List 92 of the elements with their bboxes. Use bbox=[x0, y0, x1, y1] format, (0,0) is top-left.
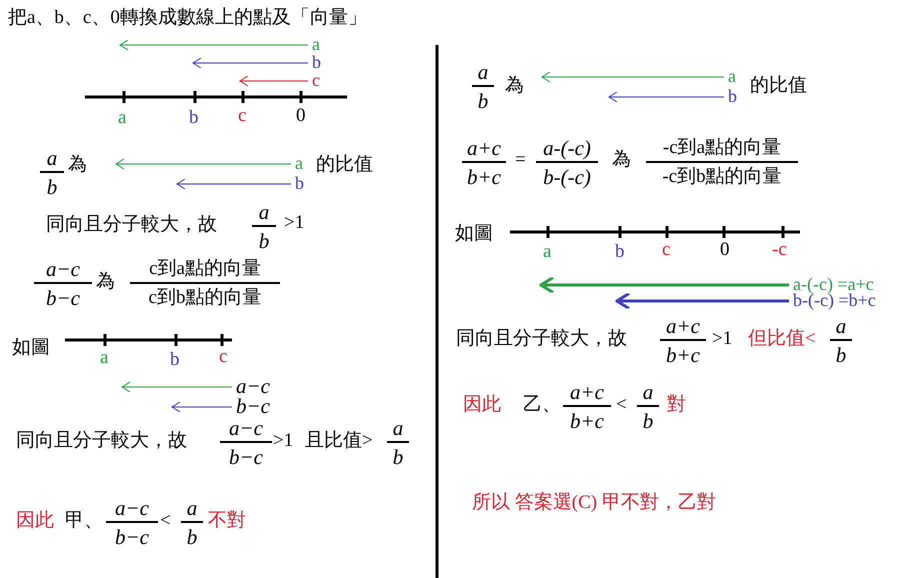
denominator: b−c bbox=[45, 286, 81, 310]
point-label: 0 bbox=[296, 104, 306, 128]
math-text: >1 bbox=[284, 211, 304, 235]
vector-label: b bbox=[728, 86, 737, 106]
denominator: b−c bbox=[114, 525, 150, 549]
explanation-text: 為 bbox=[96, 270, 115, 294]
explanation-text: 為 bbox=[68, 153, 87, 177]
numerator: a bbox=[392, 416, 404, 440]
vector-label: b bbox=[312, 52, 321, 72]
conclusion-text: 對 bbox=[667, 393, 686, 417]
numerator: a bbox=[258, 200, 270, 224]
denominator: b bbox=[476, 89, 490, 113]
explanation-text: 如圖 bbox=[12, 336, 50, 360]
denominator: b-(-c) bbox=[542, 165, 592, 189]
vector-label: a−c bbox=[236, 376, 270, 396]
arrow bbox=[616, 292, 789, 310]
point-label: b bbox=[615, 240, 624, 264]
denominator: b bbox=[834, 343, 848, 367]
conclusion-text: 因此 bbox=[16, 509, 54, 533]
vector-label: a bbox=[312, 34, 320, 54]
numerator: a bbox=[46, 146, 58, 170]
conclusion-text: 所以 答案選(C) 甲不對，乙對 bbox=[472, 491, 716, 515]
math-text: >1 bbox=[712, 327, 732, 351]
numerator: a bbox=[186, 496, 198, 520]
denominator: b bbox=[392, 445, 404, 469]
arrow bbox=[540, 276, 789, 294]
denominator: b bbox=[186, 525, 198, 549]
explanation-text: 且比值> bbox=[305, 429, 373, 453]
numerator: a+c bbox=[569, 380, 605, 404]
numerator: a−c bbox=[45, 257, 81, 281]
point-label: a bbox=[543, 240, 552, 264]
explanation-text: 同向且分子較大，故 bbox=[16, 429, 187, 453]
explanation-text: 的比值 bbox=[316, 153, 373, 177]
title-text: 把a、b、c、0轉換成數線上的點及「向量」 bbox=[8, 6, 367, 30]
denominator: b bbox=[258, 229, 270, 253]
point-label: b bbox=[170, 348, 180, 372]
arrow bbox=[120, 40, 308, 50]
arrow bbox=[176, 178, 292, 190]
arrow bbox=[122, 382, 232, 392]
vector-label: b−c bbox=[236, 396, 270, 416]
point-label: a bbox=[100, 346, 108, 370]
arrow bbox=[608, 92, 724, 102]
explanation-text: 為 bbox=[612, 148, 631, 172]
numerator: a−c bbox=[228, 416, 264, 440]
vector-label: a-(-c) =a+c bbox=[793, 274, 874, 294]
math-text: = bbox=[515, 148, 526, 172]
numerator: a+c bbox=[665, 314, 701, 338]
denominator: c到b點的向量 bbox=[148, 286, 262, 310]
numerator: a bbox=[476, 60, 490, 84]
point-label: a bbox=[118, 106, 126, 130]
explanation-text: 的比值 bbox=[750, 74, 807, 98]
denominator: b bbox=[46, 175, 58, 199]
numerator: c到a點的向量 bbox=[148, 257, 262, 281]
arrow bbox=[542, 72, 724, 82]
arrow bbox=[172, 402, 232, 412]
arrow bbox=[240, 76, 308, 86]
point-label: b bbox=[189, 106, 198, 130]
vector-label: a bbox=[295, 153, 303, 173]
denominator: b+c bbox=[569, 409, 605, 433]
numerator: a-(-c) bbox=[542, 136, 592, 160]
explanation-text: 乙、 bbox=[523, 393, 561, 417]
denominator: b+c bbox=[466, 165, 502, 189]
numerator: a bbox=[642, 380, 654, 404]
conclusion-text: 但比值< bbox=[748, 327, 816, 351]
numerator: a−c bbox=[114, 496, 150, 520]
vector-label: a bbox=[728, 66, 736, 86]
denominator: b bbox=[642, 409, 654, 433]
numerator: a+c bbox=[466, 136, 502, 160]
point-label: 0 bbox=[720, 238, 730, 262]
conclusion-text: 因此 bbox=[463, 393, 501, 417]
point-label: c bbox=[219, 345, 228, 369]
vector-label: c bbox=[312, 70, 320, 90]
denominator: -c到b點的向量 bbox=[661, 165, 783, 189]
math-text: < bbox=[160, 509, 171, 533]
explanation-text: 如圖 bbox=[455, 222, 493, 246]
math-text: < bbox=[616, 393, 627, 417]
explanation-text: 為 bbox=[505, 74, 524, 98]
arrow bbox=[116, 158, 292, 170]
numerator: a bbox=[834, 314, 848, 338]
explanation-text: 甲、 bbox=[65, 509, 103, 533]
point-label: c bbox=[238, 104, 246, 128]
explanation-text: 同向且分子較大，故 bbox=[46, 213, 217, 237]
conclusion-text: 不對 bbox=[208, 509, 246, 533]
point-label: -c bbox=[772, 238, 787, 262]
point-label: c bbox=[662, 238, 670, 262]
arrow bbox=[192, 58, 308, 68]
denominator: b+c bbox=[665, 343, 701, 367]
numerator: -c到a點的向量 bbox=[662, 136, 782, 160]
denominator: b−c bbox=[228, 445, 264, 469]
explanation-text: 同向且分子較大，故 bbox=[456, 327, 627, 351]
vector-label: b bbox=[295, 173, 304, 193]
math-text: >1 bbox=[273, 429, 294, 453]
